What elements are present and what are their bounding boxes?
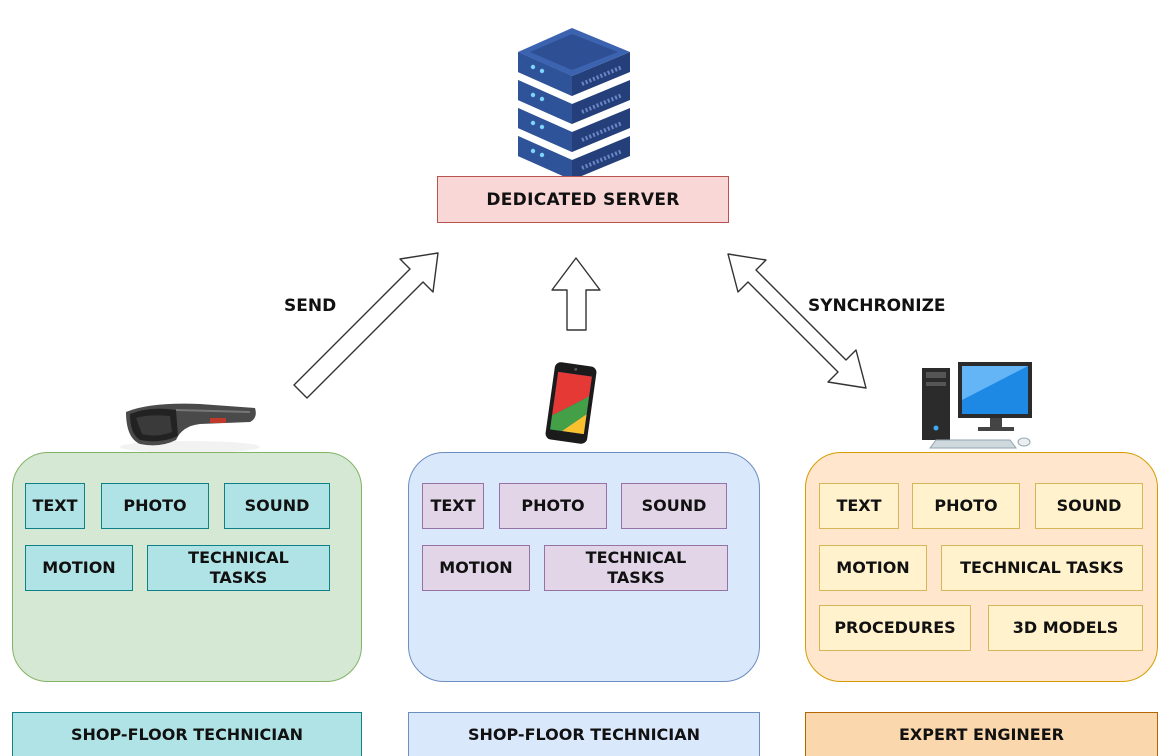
upload-arrow: [551, 257, 601, 331]
technical-tasks-chip: TECHNICAL TASKS: [147, 545, 330, 591]
3d-models-chip: 3D MODELS: [988, 605, 1143, 651]
text-chip: TEXT: [25, 483, 85, 529]
technical-tasks-chip: TECHNICAL TASKS: [941, 545, 1143, 591]
smartphone-icon: [545, 362, 597, 444]
photo-chip: PHOTO: [101, 483, 209, 529]
ar-headset-icon: [120, 403, 260, 453]
technical-tasks-chip: TECHNICAL TASKS: [544, 545, 728, 591]
motion-chip: MOTION: [819, 545, 927, 591]
sound-chip: SOUND: [621, 483, 727, 529]
dedicated-server-label: DEDICATED SERVER: [437, 176, 729, 223]
server-stack-icon: [518, 28, 630, 180]
photo-chip: PHOTO: [499, 483, 607, 529]
hololens-technician-panel: TEXT PHOTO SOUND MOTION TECHNICAL TASKS: [12, 452, 362, 682]
text-chip: TEXT: [819, 483, 899, 529]
expert-engineer-panel: TEXT PHOTO SOUND MOTION TECHNICAL TASKS …: [805, 452, 1158, 682]
text-chip: TEXT: [422, 483, 484, 529]
procedures-chip: PROCEDURES: [819, 605, 971, 651]
photo-chip: PHOTO: [912, 483, 1020, 529]
send-label: SEND: [284, 296, 337, 316]
desktop-computer-icon: [922, 362, 1032, 449]
smartphone-technician-panel: TEXT PHOTO SOUND MOTION TECHNICAL TASKS: [408, 452, 760, 682]
role-label-shopfloor-technician-2: SHOP-FLOOR TECHNICIAN: [408, 712, 760, 756]
sound-chip: SOUND: [224, 483, 330, 529]
sound-chip: SOUND: [1035, 483, 1143, 529]
motion-chip: MOTION: [25, 545, 133, 591]
send-arrow: [293, 252, 439, 399]
role-label-shopfloor-technician-1: SHOP-FLOOR TECHNICIAN: [12, 712, 362, 756]
synchronize-label: SYNCHRONIZE: [808, 296, 946, 316]
role-label-expert-engineer: EXPERT ENGINEER: [805, 712, 1158, 756]
synchronize-arrow: [727, 253, 867, 389]
motion-chip: MOTION: [422, 545, 530, 591]
